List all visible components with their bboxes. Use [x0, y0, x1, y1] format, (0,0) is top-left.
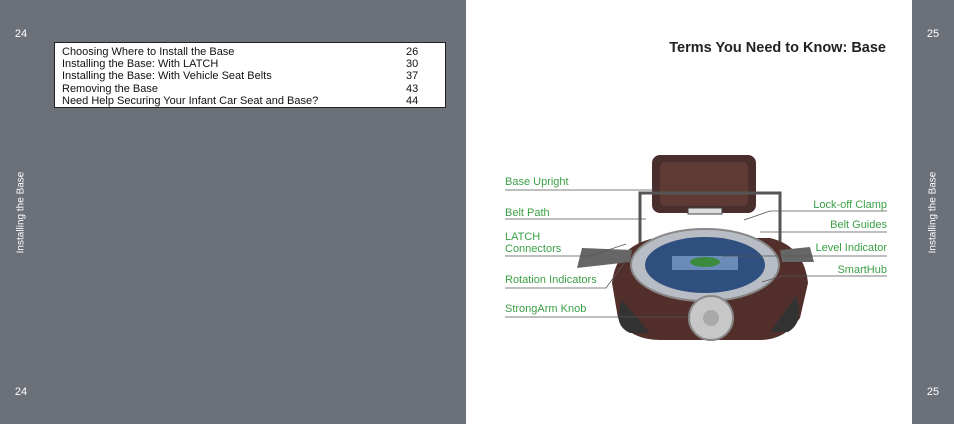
- toc-row[interactable]: Installing the Base: With LATCH 30: [62, 58, 438, 70]
- label-lockoff-clamp: Lock-off Clamp: [813, 199, 887, 211]
- label-belt-guides: Belt Guides: [830, 219, 887, 231]
- label-strongarm-knob: StrongArm Knob: [505, 303, 587, 315]
- page-number: 24: [14, 28, 28, 40]
- label-belt-path: Belt Path: [505, 207, 550, 219]
- toc-title: Installing the Base: With Vehicle Seat B…: [62, 70, 272, 83]
- label-base-upright: Base Upright: [505, 176, 569, 188]
- toc-row[interactable]: Choosing Where to Install the Base 26: [62, 46, 438, 58]
- table-of-contents: Choosing Where to Install the Base 26 Ins…: [54, 42, 446, 108]
- toc-title: Installing the Base: With LATCH: [62, 58, 219, 71]
- toc-title: Need Help Securing Your Infant Car Seat …: [62, 94, 319, 107]
- label-connectors: Connectors: [505, 243, 562, 255]
- page-number: 25: [926, 28, 940, 40]
- toc-row[interactable]: Removing the Base 43: [62, 83, 438, 95]
- right-side-tab: 25 Installing the Base 25: [912, 0, 954, 424]
- leader-smarthub: [761, 275, 887, 283]
- toc-page: 26: [406, 46, 419, 58]
- toc-page: 30: [406, 58, 419, 71]
- toc-page: 44: [406, 94, 419, 107]
- side-label-container: Installing the Base: [912, 0, 954, 424]
- label-smarthub: SmartHub: [837, 264, 887, 276]
- toc-title: Removing the Base: [62, 82, 158, 95]
- leader-rotation: [505, 261, 626, 289]
- toc-row[interactable]: Installing the Base: With Vehicle Seat B…: [62, 70, 438, 82]
- label-latch: LATCH: [505, 231, 541, 243]
- toc-title: Choosing Where to Install the Base: [62, 46, 235, 58]
- car-seat-base-image: [577, 155, 814, 341]
- page-title: Terms You Need to Know: Base: [669, 40, 886, 56]
- page-number: 25: [926, 386, 940, 398]
- toc-row[interactable]: Need Help Securing Your Infant Car Seat …: [62, 95, 438, 107]
- toc-page: 43: [406, 82, 419, 95]
- label-level-indicator: Level Indicator: [815, 242, 887, 254]
- left-side-tab: 24 Installing the Base 24: [0, 0, 42, 424]
- side-label: Installing the Base: [927, 171, 939, 253]
- page-number: 24: [14, 386, 28, 398]
- leader-lockoff: [743, 210, 887, 221]
- toc-page: 37: [406, 70, 419, 83]
- leader-latch: [505, 243, 627, 257]
- label-rotation-indicators: Rotation Indicators: [505, 274, 597, 286]
